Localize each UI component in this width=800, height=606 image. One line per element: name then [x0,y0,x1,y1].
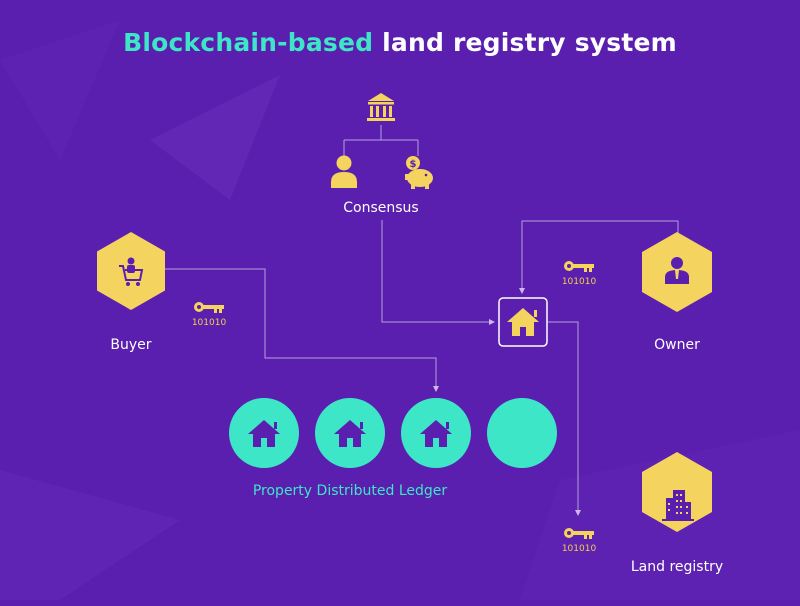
ledger-label: Property Distributed Ledger [252,483,448,499]
title-accent: Blockchain-based [123,28,374,57]
ledger-block-4 [487,398,557,468]
buyer-hexagon [97,232,165,310]
person-icon [331,155,357,188]
key-icon [564,261,594,272]
buyer-to-ledger-connector [165,268,439,392]
central-property-node [498,297,548,347]
land-registry-label: Land registry [630,559,724,575]
bank-icon [367,93,395,121]
owner-to-house-connector [519,220,679,294]
key-icon [194,302,224,313]
owner-key-code: 101010 [561,277,597,287]
piggy-bank-icon: $ [405,156,433,189]
house-icon [420,420,452,447]
shopping-cart-person-icon [119,257,144,286]
consensus-to-house-connector [381,220,495,325]
connection-lines [165,125,679,516]
land-registry-hexagon [642,452,712,532]
consensus-label: Consensus [343,200,419,216]
buyer-key-code: 101010 [191,318,227,328]
registry-key-code: 101010 [561,544,597,554]
page-title: Blockchain-based land registry system [0,28,800,57]
svg-text:$: $ [410,159,417,170]
key-icon [564,528,594,539]
ledger-block-3 [401,398,471,468]
bank-to-people-connector [343,125,419,156]
title-rest: land registry system [373,28,677,57]
owner-hexagon [642,232,712,312]
house-icon [334,420,366,447]
house-to-registry-connector [548,321,581,516]
house-icon [248,420,280,447]
office-building-icon [662,490,694,521]
businessman-icon [665,257,689,284]
buyer-label: Buyer [110,337,152,353]
house-icon [507,308,539,336]
owner-label: Owner [654,337,700,353]
ledger-block-1 [229,398,299,468]
ledger-block-2 [315,398,385,468]
